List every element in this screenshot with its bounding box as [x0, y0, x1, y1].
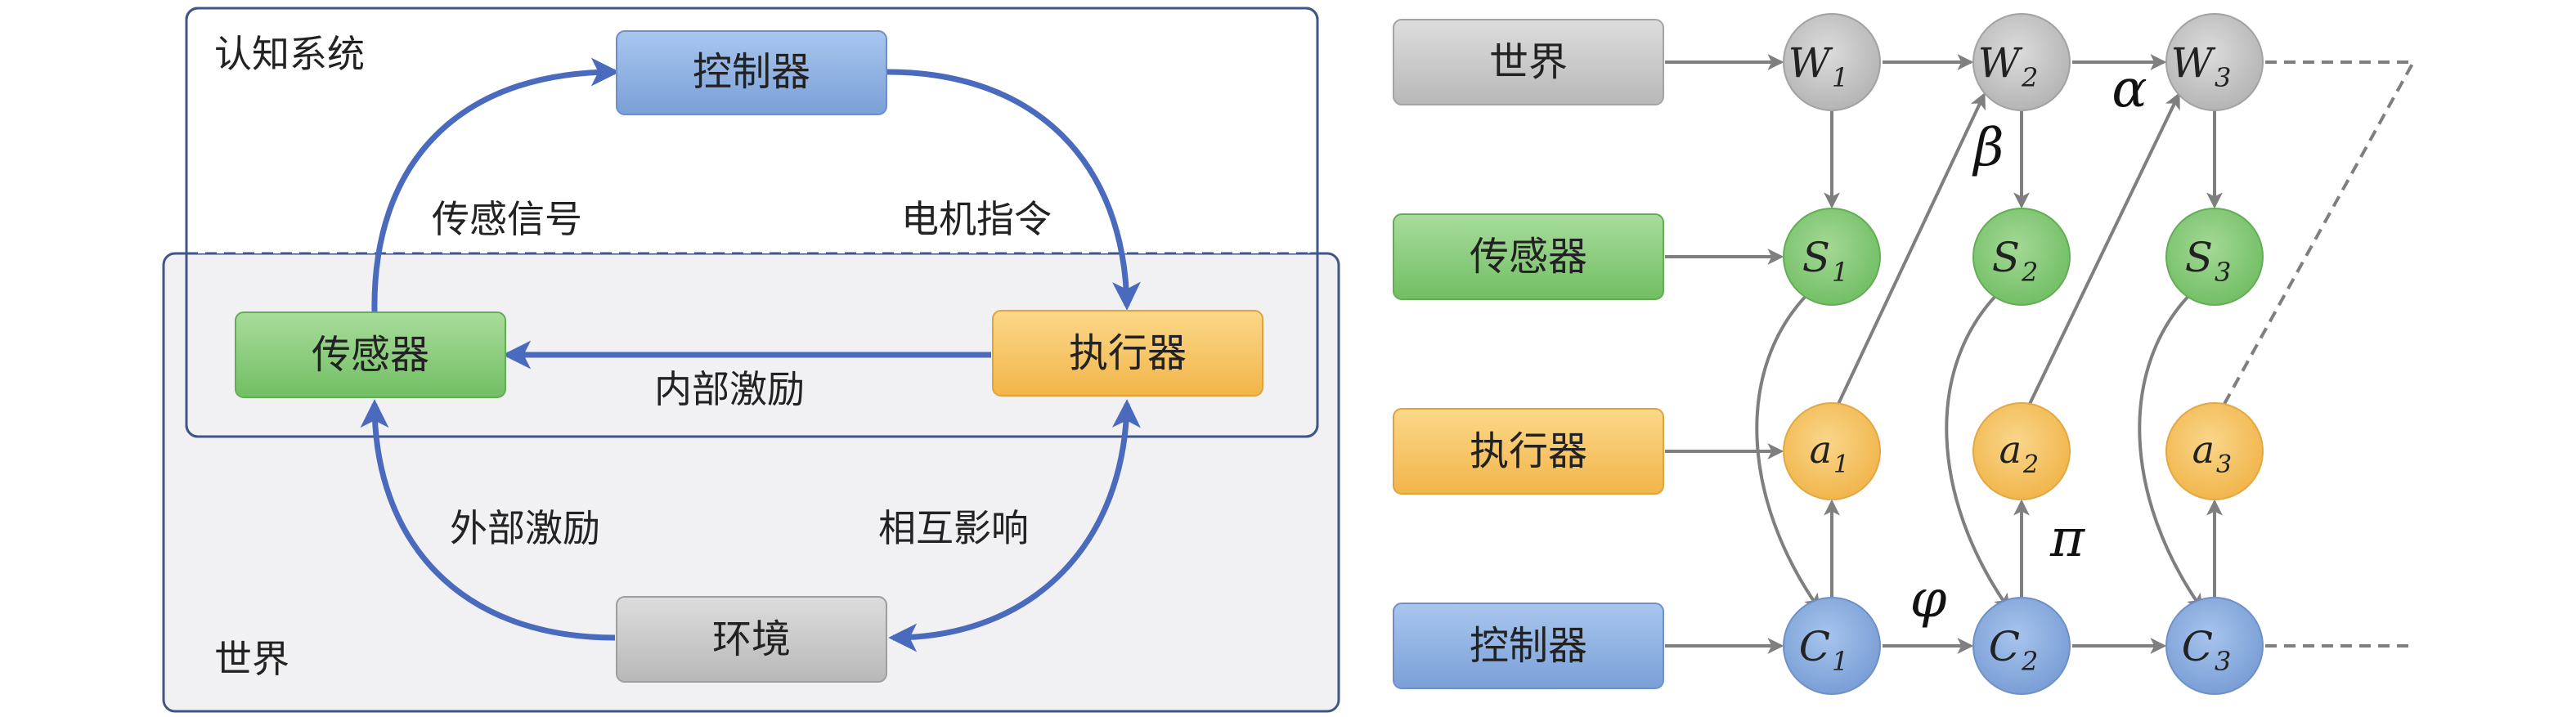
label-alpha: α: [2112, 59, 2147, 119]
node-w3: W 3: [2165, 13, 2264, 111]
svg-text:S: S: [1992, 234, 2020, 281]
arrow-s3-c3: [2138, 289, 2203, 611]
svg-text:3: 3: [2216, 450, 2232, 479]
edge-label-internal-stimulus: 内部激励: [654, 367, 805, 411]
node-a1: a 1: [1783, 402, 1881, 500]
edge-label-external-stimulus: 外部激励: [450, 506, 600, 550]
node-c1: C 1: [1783, 597, 1881, 695]
controller-box: 控制器: [616, 30, 887, 115]
svg-text:W: W: [1978, 39, 2023, 87]
cognition-label: 认知系统: [214, 32, 365, 76]
svg-text:W: W: [1788, 39, 1833, 87]
svg-text:传感器: 传感器: [1470, 234, 1587, 280]
node-w1: W 1: [1783, 13, 1881, 111]
actuator-box-label: 执行器: [1069, 330, 1187, 376]
svg-text:C: C: [1799, 623, 1830, 670]
arrow-a2-w3: [2028, 92, 2180, 405]
node-w2: W 2: [1972, 13, 2071, 111]
node-c2: C 2: [1972, 597, 2071, 695]
arrow-controller-to-actuator: [886, 69, 1141, 311]
svg-text:2: 2: [2021, 257, 2038, 288]
svg-text:3: 3: [2215, 62, 2231, 93]
svg-text:控制器: 控制器: [1470, 623, 1587, 669]
svg-text:1: 1: [1832, 646, 1848, 677]
svg-text:1: 1: [1832, 62, 1848, 93]
arrow-s2-c2: [1945, 289, 2010, 611]
environment-box: 环境: [616, 596, 887, 683]
svg-text:C: C: [1989, 623, 2020, 670]
node-s2: S 2: [1972, 208, 2071, 306]
edge-label-motor-command: 电机指令: [901, 197, 1052, 241]
row-label-actuator: 执行器: [1393, 408, 1664, 495]
row-label-world: 世界: [1393, 19, 1664, 105]
arrow-a1-w2: [1837, 92, 1986, 405]
node-s1: S 1: [1783, 208, 1881, 306]
svg-text:世界: 世界: [1489, 39, 1568, 85]
svg-text:执行器: 执行器: [1470, 428, 1587, 474]
edge-label-interaction: 相互影响: [878, 506, 1029, 550]
svg-text:2: 2: [2022, 450, 2039, 479]
edge-label-sensor-signal: 传感信号: [432, 197, 582, 241]
node-c3: C 3: [2165, 597, 2264, 695]
row-label-controller: 控制器: [1393, 603, 1664, 689]
dashed-a3-continuation: [2223, 63, 2414, 405]
svg-text:3: 3: [2215, 646, 2231, 677]
node-s3: S 3: [2165, 208, 2264, 306]
svg-text:1: 1: [1833, 450, 1849, 479]
left-diagram: 认知系统 世界 控制器 传感器 执行器 环境 传感信号 电机指令 内部激励 外部…: [162, 7, 1340, 713]
environment-box-label: 环境: [712, 616, 791, 662]
node-a3: a 3: [2165, 402, 2264, 500]
svg-text:C: C: [2182, 623, 2213, 670]
actuator-box: 执行器: [992, 310, 1263, 397]
sensor-box-label: 传感器: [312, 332, 429, 378]
svg-text:S: S: [1802, 234, 1830, 281]
svg-text:3: 3: [2215, 257, 2231, 288]
node-a2: a 2: [1972, 402, 2071, 500]
svg-text:2: 2: [2021, 646, 2038, 677]
sensor-box: 传感器: [235, 311, 506, 398]
controller-box-label: 控制器: [693, 49, 810, 95]
arrow-actuator-environment: [888, 399, 1141, 652]
arrow-environment-to-sensor: [360, 399, 616, 641]
svg-text:a: a: [1810, 428, 1832, 472]
svg-text:a: a: [2192, 428, 2215, 472]
svg-text:S: S: [2185, 234, 2213, 281]
arrow-sensor-to-controller: [371, 57, 620, 313]
row-label-sensor: 传感器: [1393, 213, 1664, 300]
svg-text:2: 2: [2021, 62, 2038, 93]
label-beta: β: [1972, 118, 2004, 178]
arrow-s1-c1: [1755, 289, 1820, 611]
world-label: 世界: [214, 637, 289, 681]
svg-text:1: 1: [1832, 257, 1848, 288]
svg-text:a: a: [1999, 428, 2022, 472]
label-phi: φ: [1910, 569, 1947, 630]
label-pi: π: [2049, 509, 2085, 569]
right-diagram: 世界 传感器 执行器 控制器: [1393, 13, 2414, 695]
svg-text:W: W: [2171, 39, 2216, 87]
